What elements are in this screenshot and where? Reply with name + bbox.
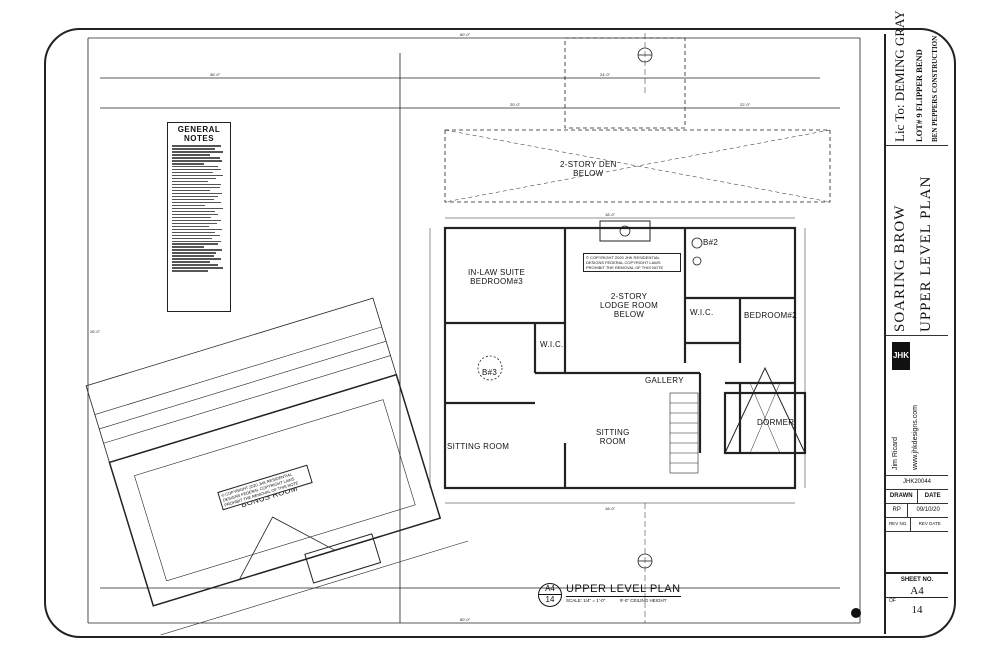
- drawing-date: 09/10/20: [916, 507, 940, 513]
- title-block-firm-box: JHK Jim Ricard www.jhkdesigns.com: [886, 336, 948, 476]
- plan-title: UPPER LEVEL PLAN: [566, 583, 681, 597]
- job-number-box: JHK20044: [886, 476, 948, 490]
- title-block-license-box: Lic To: DEMING GRAY LOT# 9 FLIPPER BEND …: [886, 10, 948, 146]
- svg-text:16'-0": 16'-0": [605, 212, 616, 217]
- room-label-wic: W.I.C.: [540, 340, 564, 349]
- svg-text:24'-0": 24'-0": [600, 72, 611, 77]
- svg-text:80'-0": 80'-0": [460, 617, 471, 622]
- drawn-date-header: DRAWN DATE: [886, 490, 948, 504]
- general-notes-title: GENERAL NOTES: [177, 125, 221, 143]
- general-notes-text: [172, 145, 226, 272]
- room-label-dormer: DORMER: [757, 418, 795, 427]
- room-label-sitting-room: SITTING ROOM: [447, 442, 510, 451]
- sheet-number-box: SHEET NO. A4 OF 14: [886, 572, 948, 636]
- plan-scale: SCALE: 1/4" = 1'-0": [566, 598, 606, 603]
- sheet-title: UPPER LEVEL PLAN: [918, 175, 934, 332]
- room-label-wic-2: W.I.C.: [690, 308, 714, 317]
- firm-logo: JHK: [892, 342, 910, 370]
- of-label: OF: [889, 598, 896, 604]
- svg-text:16'-0": 16'-0": [605, 506, 616, 511]
- detail-bubble-number: 14: [545, 595, 555, 604]
- sheet-border: [44, 28, 956, 638]
- detail-bubble-sheet: A4: [539, 584, 561, 595]
- room-label-bedroom2: BEDROOM#2: [744, 311, 797, 320]
- drawn-by: RP: [886, 504, 909, 517]
- drawn-label: DRAWN: [886, 490, 918, 503]
- sheet-total: 14: [911, 604, 923, 616]
- lot-info: LOT# 9 FLIPPER BEND: [914, 49, 924, 142]
- builder-name: BEN PEPPERS CONSTRUCTION: [931, 35, 939, 142]
- revision-header: REV NO. REV DATE: [886, 518, 948, 532]
- drawn-date-values: RP 09/10/20: [886, 504, 948, 518]
- ceiling-height: 9'-0" CEILING HEIGHT: [620, 598, 667, 603]
- job-number: JHK20044: [902, 479, 932, 485]
- firm-contact: Jim Ricard: [892, 436, 899, 470]
- project-name: SOARING BROW: [892, 204, 908, 332]
- date-label: DATE: [924, 493, 941, 499]
- svg-text:20'-0": 20'-0": [510, 102, 521, 107]
- rev-date-label: REV DATE: [918, 521, 941, 526]
- floor-plan-drawing: 80'-0" 36'-0" 24'-0" 20'-0" 22'-0" 16'-0…: [85, 33, 861, 635]
- svg-text:22'-0": 22'-0": [740, 102, 751, 107]
- copyright-note: © COPYRIGHT 2020 JHK RESIDENTIAL DESIGNS…: [583, 253, 681, 272]
- firm-website[interactable]: www.jhkdesigns.com: [912, 405, 919, 470]
- room-label-bath2: B#2: [703, 238, 719, 247]
- rev-no-label: REV NO.: [886, 518, 912, 531]
- svg-text:26'-0": 26'-0": [90, 329, 101, 334]
- svg-text:36'-0": 36'-0": [210, 72, 221, 77]
- title-block-project-box: SOARING BROW UPPER LEVEL PLAN: [886, 146, 948, 336]
- sheet-no-label: SHEET NO.: [900, 577, 934, 583]
- revision-rows: [886, 532, 948, 572]
- sheet-number: A4: [886, 585, 948, 598]
- general-notes-box: GENERAL NOTES: [167, 122, 231, 312]
- title-block: Lic To: DEMING GRAY LOT# 9 FLIPPER BEND …: [884, 10, 948, 636]
- room-label-bath3: B#3: [482, 368, 498, 377]
- detail-bubble: A4 14: [538, 583, 562, 607]
- svg-text:80'-0": 80'-0": [460, 33, 471, 37]
- room-label-gallery: GALLERY: [645, 376, 684, 385]
- licensee: Lic To: DEMING GRAY: [892, 10, 907, 142]
